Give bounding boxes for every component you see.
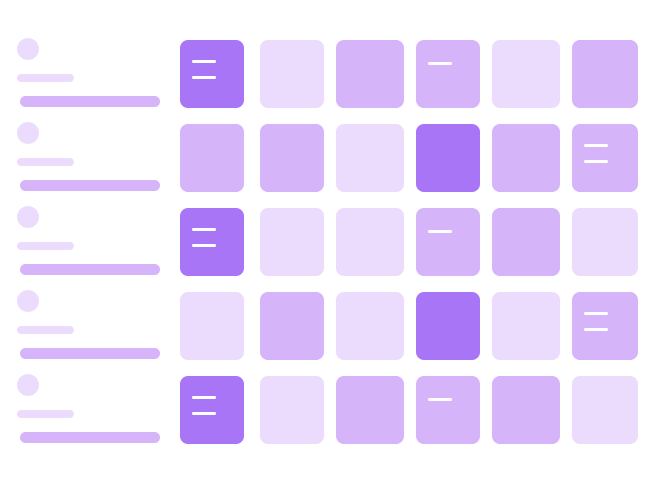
grid-tile[interactable] bbox=[336, 208, 404, 276]
title-placeholder bbox=[17, 326, 74, 334]
grid-tile[interactable] bbox=[416, 40, 480, 108]
subtitle-placeholder bbox=[20, 264, 160, 275]
grid-row bbox=[0, 290, 668, 376]
grid-tile[interactable] bbox=[336, 40, 404, 108]
dash-mark bbox=[584, 160, 608, 163]
grid-tile[interactable] bbox=[180, 292, 244, 360]
row-label bbox=[17, 374, 167, 446]
avatar-placeholder bbox=[17, 374, 39, 396]
grid-row bbox=[0, 122, 668, 208]
subtitle-placeholder bbox=[20, 96, 160, 107]
grid-row bbox=[0, 374, 668, 460]
grid-tile[interactable] bbox=[572, 208, 638, 276]
grid-tile[interactable] bbox=[416, 124, 480, 192]
title-placeholder bbox=[17, 74, 74, 82]
dash-mark bbox=[428, 230, 452, 233]
avatar-placeholder bbox=[17, 290, 39, 312]
grid-tile[interactable] bbox=[260, 292, 324, 360]
grid-tile[interactable] bbox=[180, 376, 244, 444]
dash-mark bbox=[192, 244, 216, 247]
dash-mark bbox=[584, 312, 608, 315]
grid-tile[interactable] bbox=[180, 40, 244, 108]
grid-tile[interactable] bbox=[416, 376, 480, 444]
grid-row bbox=[0, 38, 668, 124]
grid-tile[interactable] bbox=[416, 208, 480, 276]
grid-tile[interactable] bbox=[492, 208, 560, 276]
grid-tile[interactable] bbox=[336, 292, 404, 360]
avatar-placeholder bbox=[17, 206, 39, 228]
grid-tile[interactable] bbox=[492, 292, 560, 360]
dash-mark bbox=[428, 62, 452, 65]
dash-mark bbox=[192, 76, 216, 79]
title-placeholder bbox=[17, 410, 74, 418]
avatar-placeholder bbox=[17, 122, 39, 144]
subtitle-placeholder bbox=[20, 348, 160, 359]
grid-row bbox=[0, 206, 668, 292]
title-placeholder bbox=[17, 158, 74, 166]
dash-mark bbox=[584, 144, 608, 147]
grid-tile[interactable] bbox=[180, 208, 244, 276]
grid-tile[interactable] bbox=[416, 292, 480, 360]
grid-tile[interactable] bbox=[572, 40, 638, 108]
grid-tile[interactable] bbox=[492, 124, 560, 192]
dash-mark bbox=[584, 328, 608, 331]
row-label bbox=[17, 38, 167, 110]
subtitle-placeholder bbox=[20, 180, 160, 191]
grid-tile[interactable] bbox=[572, 124, 638, 192]
row-label bbox=[17, 206, 167, 278]
grid-tile[interactable] bbox=[572, 376, 638, 444]
grid-tile[interactable] bbox=[180, 124, 244, 192]
subtitle-placeholder bbox=[20, 432, 160, 443]
grid-tile[interactable] bbox=[260, 40, 324, 108]
dash-mark bbox=[428, 398, 452, 401]
title-placeholder bbox=[17, 242, 74, 250]
avatar-placeholder bbox=[17, 38, 39, 60]
grid-tile[interactable] bbox=[260, 376, 324, 444]
dash-mark bbox=[192, 60, 216, 63]
grid-tile[interactable] bbox=[336, 376, 404, 444]
grid-tile[interactable] bbox=[336, 124, 404, 192]
grid-tile[interactable] bbox=[260, 208, 324, 276]
dash-mark bbox=[192, 228, 216, 231]
grid-tile[interactable] bbox=[492, 376, 560, 444]
dash-mark bbox=[192, 396, 216, 399]
dash-mark bbox=[192, 412, 216, 415]
row-label bbox=[17, 290, 167, 362]
row-label bbox=[17, 122, 167, 194]
grid-tile[interactable] bbox=[260, 124, 324, 192]
grid-tile[interactable] bbox=[572, 292, 638, 360]
grid-tile[interactable] bbox=[492, 40, 560, 108]
